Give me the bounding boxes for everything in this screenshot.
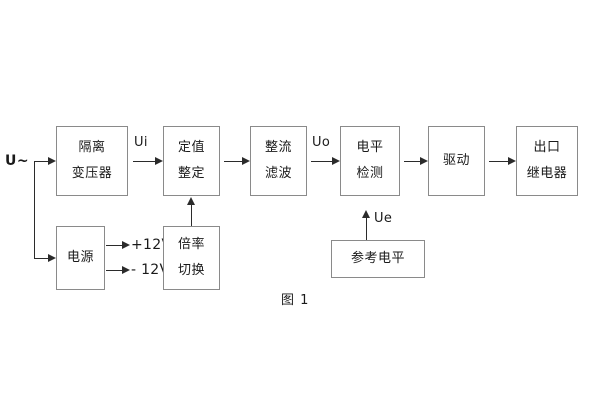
block-drive-line1: 驱动 <box>442 153 470 169</box>
connector-transformer-to-setting <box>133 161 155 162</box>
input-voltage-label: U~ <box>5 153 30 169</box>
block-isolation-transformer[interactable]: 隔离 变压器 <box>56 126 128 196</box>
block-rectify-filter[interactable]: 整流 滤波 <box>250 126 307 196</box>
connector-branch-to-transformer <box>34 161 48 162</box>
block-output-relay-line1: 出口 <box>533 140 561 156</box>
arrowhead-into-power-supply <box>48 253 56 262</box>
connector-power-supply-rail-positive <box>106 245 122 246</box>
connector-branch-vertical <box>34 161 35 258</box>
arrowhead-into-setting-bottom <box>186 197 195 205</box>
block-isolation-transformer-line1: 隔离 <box>78 140 106 156</box>
connector-power-supply-rail-negative <box>106 270 122 271</box>
connector-rectifier-to-level-detect <box>311 161 332 162</box>
block-power-supply-line1: 电源 <box>66 250 94 266</box>
block-reference-level-line1: 参考电平 <box>350 251 405 267</box>
block-rectify-filter-line2: 滤波 <box>264 166 292 181</box>
signal-label-ui: Ui <box>134 135 148 150</box>
block-level-detect[interactable]: 电平 检测 <box>340 126 400 196</box>
block-rectify-filter-line1: 整流 <box>264 140 292 156</box>
figure-caption: 图 1 <box>281 293 310 308</box>
arrowhead-into-level-detect-bottom <box>361 210 370 218</box>
arrowhead-into-setting <box>155 156 163 165</box>
arrowhead-rail-positive <box>122 240 130 249</box>
rail-label-positive: +12V <box>131 237 172 253</box>
block-output-relay[interactable]: 出口 继电器 <box>516 126 578 196</box>
block-level-detect-line2: 检测 <box>356 166 384 181</box>
connector-ratio-switch-to-setting <box>191 205 192 226</box>
signal-label-uo: Uo <box>312 135 331 150</box>
rail-label-negative: - 12V <box>131 262 170 278</box>
block-setting-value-line1: 定值 <box>177 140 205 156</box>
connector-level-detect-to-drive <box>404 161 420 162</box>
connector-reference-to-level-detect <box>366 218 367 240</box>
block-ratio-switch[interactable]: 倍率 切换 <box>163 226 220 290</box>
block-power-supply[interactable]: 电源 <box>56 226 105 290</box>
arrowhead-into-drive <box>420 156 428 165</box>
signal-label-ue: Ue <box>374 211 393 226</box>
connector-branch-to-power-supply <box>34 258 48 259</box>
arrowhead-into-level-detect <box>332 156 340 165</box>
block-level-detect-line1: 电平 <box>356 140 384 156</box>
arrowhead-rail-negative <box>122 265 130 274</box>
connector-drive-to-output-relay <box>489 161 508 162</box>
arrowhead-into-transformer <box>48 156 56 165</box>
block-setting-value[interactable]: 定值 整定 <box>163 126 220 196</box>
block-ratio-switch-line1: 倍率 <box>177 237 205 253</box>
block-setting-value-line2: 整定 <box>177 166 205 181</box>
block-ratio-switch-line2: 切换 <box>177 263 205 278</box>
block-output-relay-line2: 继电器 <box>526 166 568 181</box>
block-drive[interactable]: 驱动 <box>428 126 485 196</box>
arrowhead-into-output-relay <box>508 156 516 165</box>
arrowhead-into-rectifier <box>242 156 250 165</box>
connector-setting-to-rectifier <box>224 161 242 162</box>
block-reference-level[interactable]: 参考电平 <box>331 240 425 278</box>
block-isolation-transformer-line2: 变压器 <box>71 166 113 181</box>
